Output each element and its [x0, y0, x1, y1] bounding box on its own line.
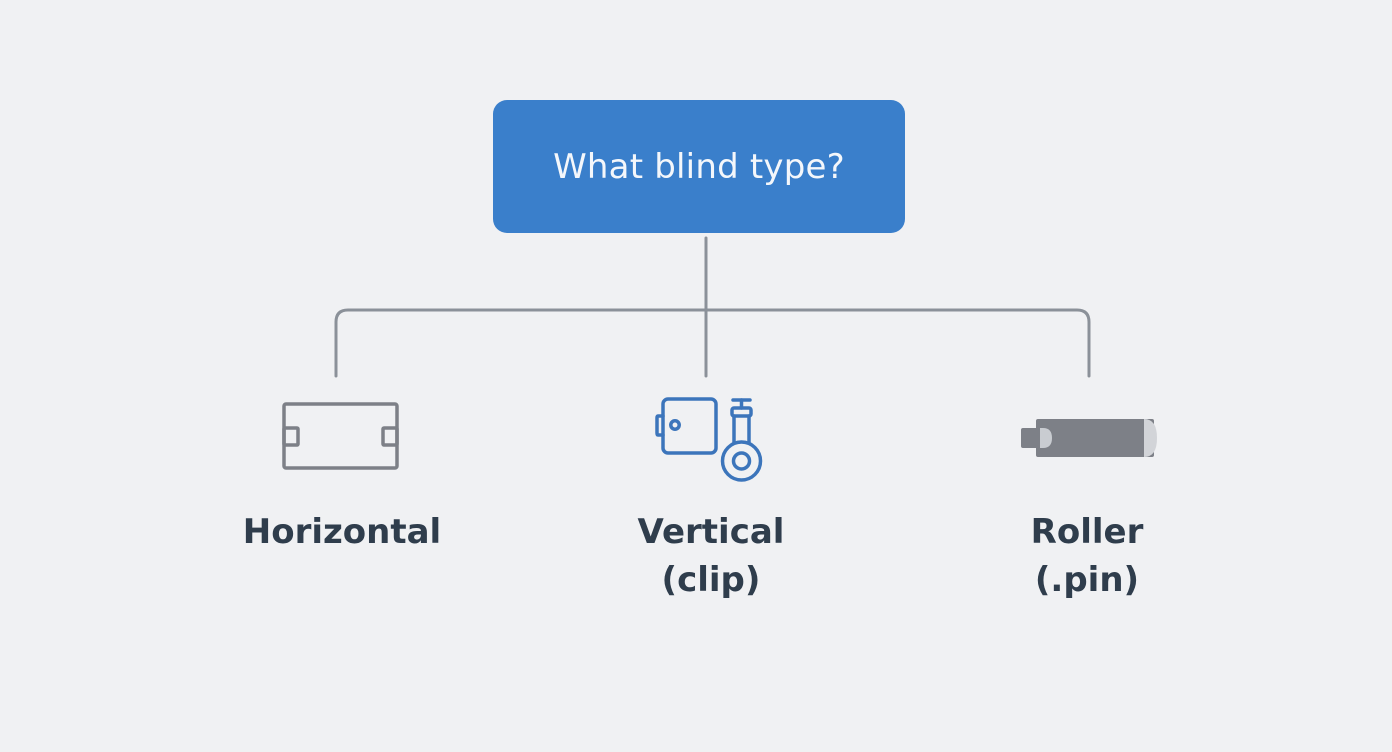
- option-label-roller-line1: Roller: [1030, 512, 1144, 552]
- roller-blind-pin-icon: [1016, 414, 1160, 466]
- option-label-roller: Roller (.pin): [927, 508, 1247, 604]
- horizontal-blind-bracket-icon: [278, 398, 404, 478]
- option-label-roller-line2: (.pin): [1034, 560, 1140, 600]
- branch-bar-line: [334, 308, 1091, 378]
- root-question-box: What blind type?: [493, 100, 905, 233]
- root-question-label: What blind type?: [553, 146, 845, 187]
- option-label-vertical-line2: (clip): [661, 560, 761, 600]
- option-label-horizontal: Horizontal: [182, 508, 502, 556]
- option-label-vertical-line1: Vertical: [637, 512, 785, 552]
- vertical-blind-clip-icon: [654, 392, 774, 488]
- option-label-horizontal-line1: Horizontal: [242, 512, 442, 552]
- option-label-vertical: Vertical (clip): [551, 508, 871, 604]
